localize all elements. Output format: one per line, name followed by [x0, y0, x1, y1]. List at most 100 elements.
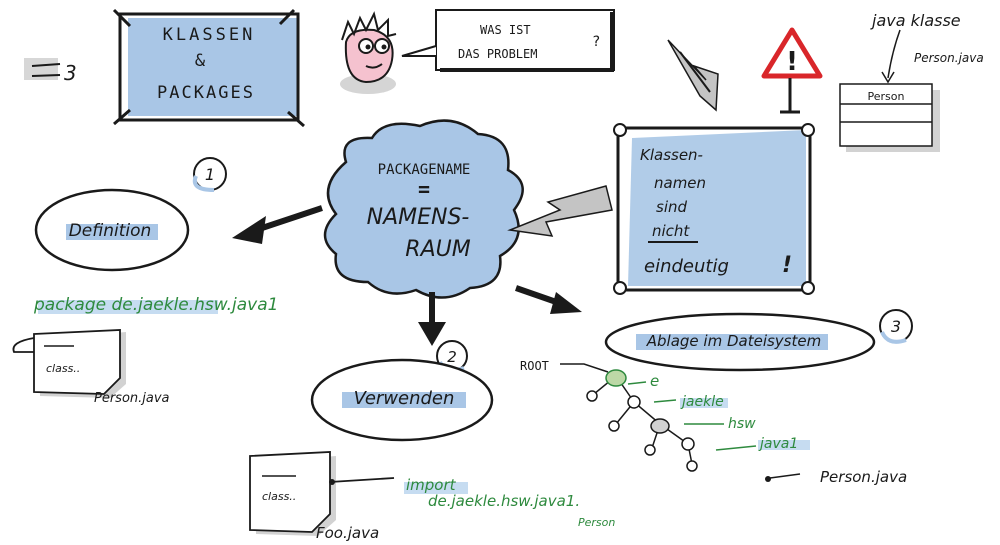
definition-file: Person.java	[94, 391, 170, 406]
title-line1: KLASSEN	[163, 25, 256, 45]
warning-box-fill	[628, 130, 806, 286]
definition-number-shadow	[192, 175, 215, 192]
warning-line2: namen	[654, 174, 706, 192]
definition-label: Definition	[69, 221, 152, 241]
person-hair	[341, 11, 397, 41]
verwenden-label: Verwenden	[354, 388, 455, 409]
title-box-corners	[112, 8, 305, 128]
warning-post	[780, 78, 800, 114]
tree-node-de	[627, 395, 641, 409]
warning-box-frame	[616, 126, 812, 292]
gray-arrow-middle-shape	[507, 185, 613, 237]
tree-node-java1	[686, 460, 698, 472]
cloud-line1: PACKAGENAME	[378, 162, 471, 178]
tree-node-hsw	[681, 437, 695, 451]
corner-mark-number: 3	[64, 61, 77, 85]
tree-label-2: jaekle	[680, 394, 724, 410]
definition-number: 1	[205, 165, 215, 184]
tree-node-a	[586, 390, 598, 402]
person-shadow	[340, 74, 396, 94]
title-line3: PACKAGES	[157, 83, 255, 103]
central-cloud: PACKAGENAME = NAMENS- RAUM	[323, 119, 524, 299]
gray-arrow-top-stroke	[679, 51, 711, 93]
title-box: KLASSEN & PACKAGES	[112, 8, 305, 128]
verwenden-document-icon: class..	[249, 451, 395, 536]
java-class-dividers	[840, 103, 932, 123]
arrow-to-ablage	[515, 285, 582, 314]
ablage-file: Person.java	[820, 468, 907, 486]
label-line-jaekle	[653, 399, 677, 403]
speech-line2: DAS PROBLEM	[458, 47, 537, 61]
arrow-verwenden-head	[418, 322, 446, 346]
speech-bubble-tail	[401, 45, 437, 57]
person-mouth	[365, 63, 383, 69]
tree-label-4-highlight	[758, 440, 810, 450]
person-left-pupil	[365, 44, 371, 50]
section-verwenden: 2 Verwenden class.. Foo.java import de.j…	[249, 340, 615, 542]
verwenden-import-line3: Person	[578, 516, 615, 529]
warning-box: Klassen- namen sind nicht eindeutig !	[613, 123, 815, 295]
warning-line4: nicht	[652, 222, 690, 240]
tree-node-jaekle	[650, 418, 670, 434]
ablage-highlight	[636, 334, 828, 350]
gray-arrow-middle	[507, 185, 613, 237]
definition-highlight	[66, 224, 158, 240]
warning-exclaim: !	[782, 253, 792, 278]
ablage-label: Ablage im Dateisystem	[646, 332, 821, 350]
cloud-line4: RAUM	[405, 237, 470, 262]
speech-question-mark: ?	[592, 34, 600, 50]
corner-mark-shadow	[24, 58, 58, 80]
definition-code: package de.jaekle.hsw.java1	[33, 295, 278, 315]
java-class-pointer	[887, 29, 901, 79]
java-class-note: java klasse Person.java Person	[839, 11, 984, 152]
verwenden-file: Foo.java	[316, 524, 379, 542]
warning-box-rivet-br	[801, 281, 815, 295]
label-line-java1	[715, 445, 757, 451]
definition-doc-pointer	[12, 337, 35, 353]
gray-arrow-top	[667, 39, 719, 112]
warning-line3: sind	[656, 198, 687, 216]
tree-node-c	[644, 444, 656, 456]
corner-mark-lines	[31, 63, 61, 77]
section-definition: 1 Definition package de.jaekle.hsw.java1…	[12, 157, 278, 406]
tree-node-root	[605, 369, 627, 387]
speech-bubble: WAS IST DAS PROBLEM ?	[401, 9, 615, 72]
warning-sign: !	[761, 27, 823, 114]
verwenden-import-line1: import	[406, 476, 457, 494]
verwenden-import-line2: de.jaekle.hsw.java1.	[428, 492, 580, 510]
warning-exclamation: !	[786, 47, 798, 77]
verwenden-number: 2	[447, 348, 457, 366]
warning-box-rivet-tr	[801, 123, 815, 137]
verwenden-doc-label: class..	[262, 490, 296, 503]
java-class-file: Person.java	[914, 51, 984, 65]
java-class-box	[839, 83, 933, 147]
warning-box-rivet-tl	[613, 123, 627, 137]
tree-label-4: java1	[758, 436, 798, 452]
thinking-person	[340, 11, 397, 94]
section-ablage: Ablage im Dateisystem 3 ROOT e jaekle hs…	[520, 309, 913, 486]
arrow-ablage-head	[550, 292, 582, 314]
person-face	[344, 28, 394, 84]
ablage-root-connector	[560, 363, 609, 373]
label-line-e	[627, 381, 647, 385]
java-class-pointer-head	[881, 71, 895, 84]
arrow-to-verwenden	[418, 292, 446, 346]
arrow-definition-head	[232, 216, 266, 244]
speech-line1: WAS IST	[480, 23, 531, 37]
speech-bubble-shadow-edge	[440, 12, 614, 72]
verwenden-import-highlight	[404, 482, 468, 494]
verwenden-doc-pointer	[329, 477, 395, 483]
title-line2: &	[195, 51, 206, 71]
title-box-frame	[118, 12, 300, 122]
ablage-number: 3	[891, 317, 901, 336]
tree-node-b	[608, 420, 620, 432]
tree-label-3: hsw	[728, 416, 756, 432]
arrow-to-definition	[232, 205, 323, 244]
title-box-fill	[128, 18, 298, 116]
tree-label-2-highlight	[680, 398, 728, 408]
warning-triangle	[761, 27, 823, 79]
verwenden-doc-page	[249, 451, 331, 533]
ablage-file-dot	[765, 476, 771, 482]
definition-doc-label: class..	[46, 362, 80, 375]
